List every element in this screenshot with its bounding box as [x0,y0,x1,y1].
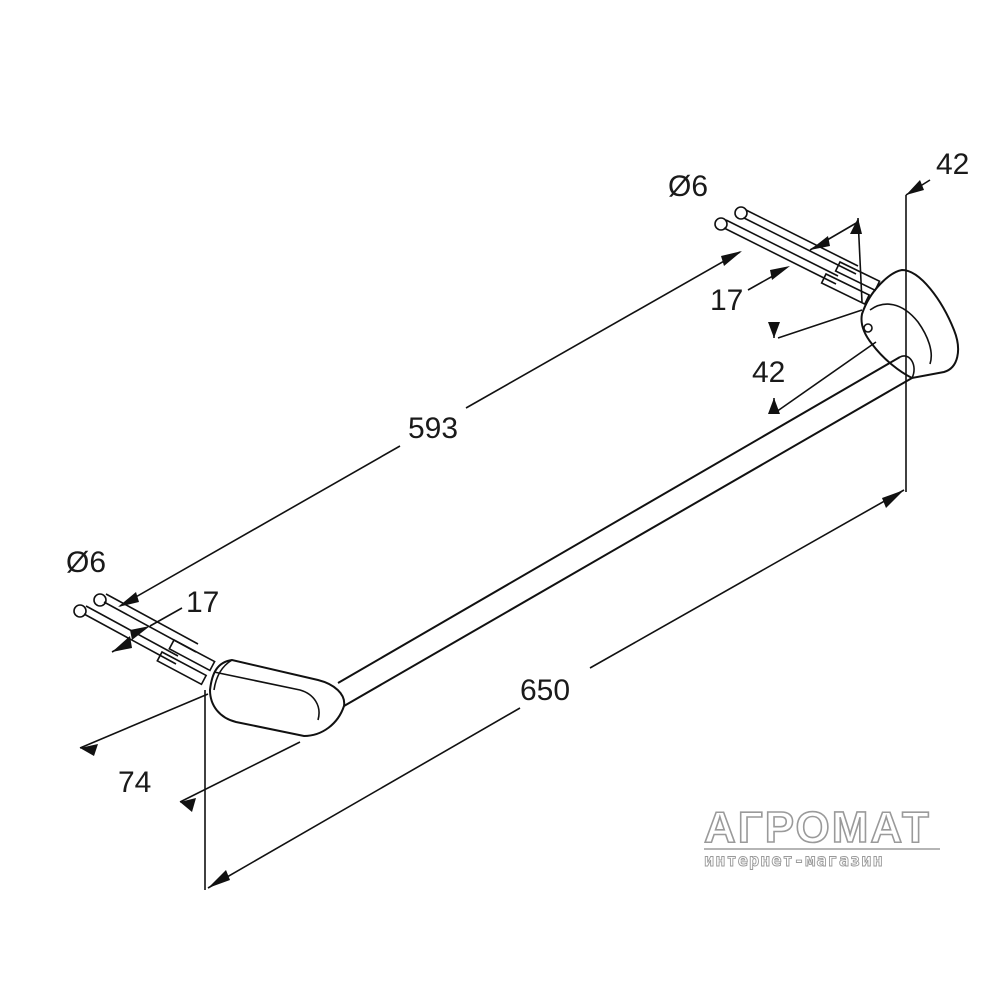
label-depth: 74 [118,766,151,799]
dim-depth [79,693,301,812]
label-center-distance: 593 [408,412,458,445]
bar-tube [337,355,915,707]
label-right-depth: 42 [936,148,969,181]
dim-right-depth [850,179,931,303]
towel-bar-product [73,206,960,738]
right-screws [714,206,881,306]
label-right-screw-diameter: Ø6 [668,170,708,203]
dim-overall-length [204,195,907,890]
dimension-lines [79,179,931,890]
label-right-screw-offset: 17 [710,284,743,317]
right-bracket [860,268,960,380]
watermark-name: АГРОМАТ [704,803,931,852]
watermark-logo: АГРОМАТ интернет-магазин [703,802,940,871]
dimension-labels: 650 593 74 42 42 17 17 Ø6 Ø6 [66,148,969,799]
left-bracket [208,658,346,738]
dim-right-height [768,309,877,414]
left-screws [73,593,216,686]
dim-left-screw-offset [111,607,183,653]
label-left-screw-diameter: Ø6 [66,546,106,579]
label-left-screw-offset: 17 [186,586,219,619]
dim-center-distance [118,251,742,607]
watermark-tagline: интернет-магазин [704,851,884,871]
dim-right-screw-offset [747,221,859,291]
label-right-height: 42 [752,356,785,389]
label-overall-length: 650 [520,674,570,707]
